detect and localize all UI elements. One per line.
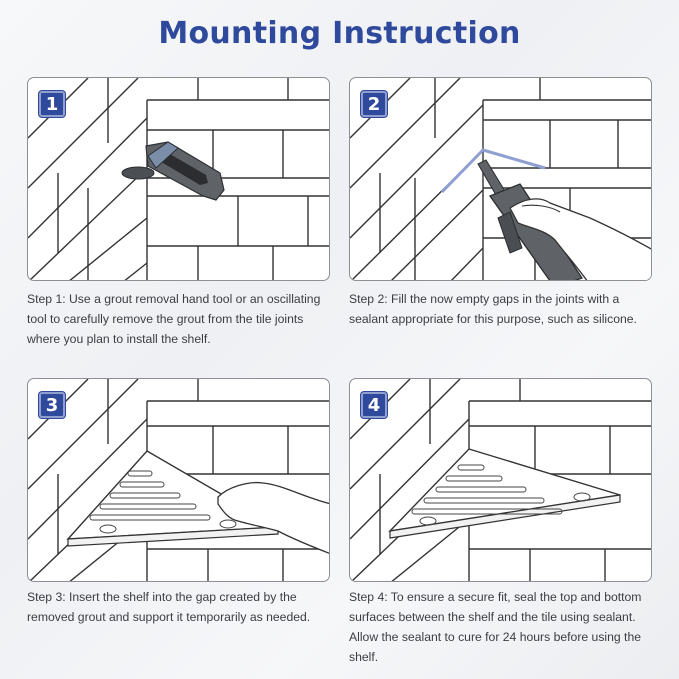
step-1-badge: 1 xyxy=(39,91,65,117)
step-4-badge: 4 xyxy=(361,392,387,418)
step-3-caption: Step 3: Insert the shelf into the gap cr… xyxy=(27,590,311,624)
hand-icon xyxy=(509,198,651,280)
sealant-bead xyxy=(440,148,546,194)
oscillating-tool-icon xyxy=(121,141,225,201)
step-2-caption: Step 2: Fill the now empty gaps in the j… xyxy=(349,292,637,326)
page-title: Mounting Instruction xyxy=(158,16,521,51)
corner-shelf-icon xyxy=(66,450,281,547)
step-1-caption: Step 1: Use a grout removal hand tool or… xyxy=(27,292,321,346)
step-1-illustration: 1 xyxy=(27,77,330,281)
tile-corner-drawing xyxy=(28,78,329,280)
step-4-caption: Step 4: To ensure a secure fit, seal the… xyxy=(349,590,642,664)
step-2-badge: 2 xyxy=(361,91,387,117)
step-2-illustration: 2 xyxy=(349,77,652,281)
step-3-illustration: 3 xyxy=(27,378,330,582)
tile-corner-drawing xyxy=(350,78,651,280)
tile-corner-drawing xyxy=(28,379,329,581)
hand-icon xyxy=(217,481,329,554)
tile-corner-drawing xyxy=(350,379,651,581)
corner-shelf-icon xyxy=(388,448,621,539)
step-3-badge: 3 xyxy=(39,392,65,418)
step-4-illustration: 4 xyxy=(349,378,652,582)
